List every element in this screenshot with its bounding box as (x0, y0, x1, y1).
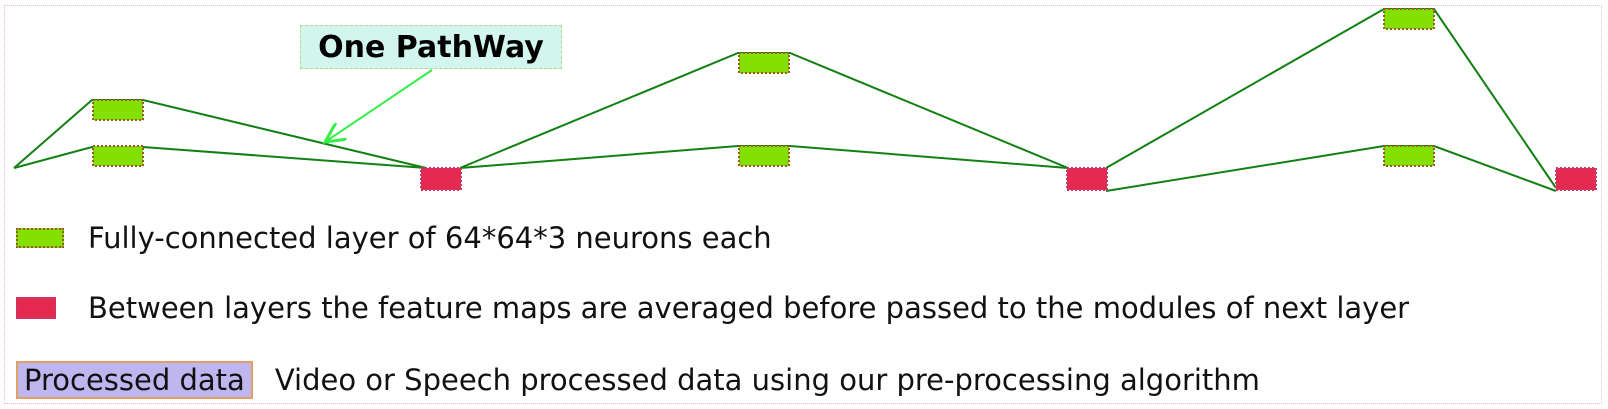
fc-legend-text: Fully-connected layer of 64*64*3 neurons… (88, 221, 772, 255)
averaging-legend-text: Between layers the feature maps are aver… (88, 291, 1410, 325)
averaging-node (1555, 167, 1597, 191)
pathway-line (1105, 145, 1557, 192)
fc-module (92, 145, 144, 167)
processed-data-legend-text: Video or Speech processed data using our… (274, 363, 1260, 397)
one-pathway-label: One PathWay (300, 25, 562, 69)
averaging-node (420, 167, 462, 191)
averaging-node (1066, 167, 1108, 191)
pathway-annotation-arrow (325, 69, 433, 142)
fc-module (1383, 8, 1435, 30)
pathway-line (13, 99, 427, 169)
legend-processed-data: Processed data Video or Speech processed… (16, 360, 1260, 400)
fc-module (1383, 145, 1435, 167)
fc-module (738, 145, 790, 167)
legend-fc: Fully-connected layer of 64*64*3 neurons… (16, 221, 772, 255)
fc-module (92, 99, 144, 121)
averaging-nodes (420, 167, 1597, 191)
averaging-legend-swatch (16, 297, 56, 319)
fc-modules (92, 8, 1435, 167)
processed-data-swatch: Processed data (16, 361, 253, 399)
fc-legend-swatch (16, 228, 64, 248)
legend-averaging: Between layers the feature maps are aver… (16, 291, 1409, 325)
pathway-line (1105, 8, 1557, 189)
fc-module (738, 52, 790, 74)
pathway-line (13, 146, 427, 169)
diagram-frame (4, 5, 1602, 404)
